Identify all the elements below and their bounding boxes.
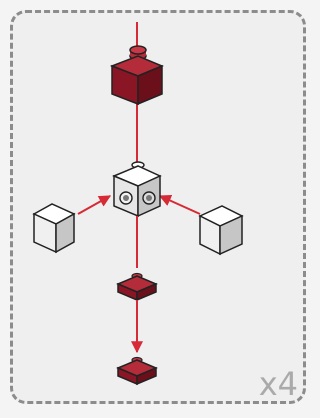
- white-brick-icon: [32, 203, 76, 254]
- white-brick-icon: [198, 205, 244, 256]
- red-brick-icon: [109, 45, 164, 106]
- quantity-label: x4: [258, 365, 298, 403]
- red-plate-icon: [116, 272, 158, 302]
- arrow-left-to-center: [77, 195, 112, 215]
- arrow-right-to-center: [158, 194, 201, 215]
- white-center-brick-icon: [112, 161, 162, 218]
- red-plate-icon: [116, 356, 158, 386]
